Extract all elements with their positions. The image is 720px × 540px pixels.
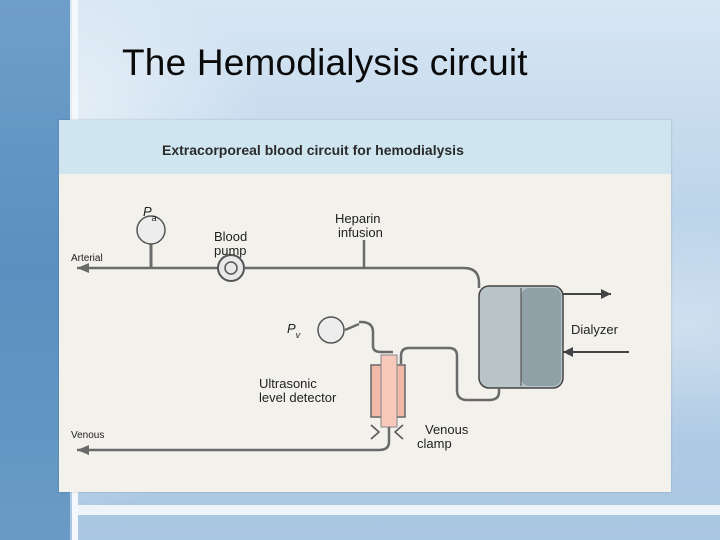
heparin-label-line1: Heparin: [335, 211, 381, 226]
blood-pump-label-line2: pump: [214, 243, 247, 258]
pv-label: Pv: [287, 321, 301, 340]
slide-title: The Hemodialysis circuit: [122, 42, 528, 83]
dialyzer-unit: [478, 285, 564, 389]
venous-clamp-label-line1: Venous: [425, 422, 469, 437]
circuit-diagram: Pa Heparin infusion Blood pump Arterial …: [71, 204, 629, 455]
pa-label: Pa: [143, 204, 157, 223]
tubing-pump-to-dialyzer: [244, 266, 481, 288]
circuit-figure: Extracorporeal blood circuit for hemodia…: [59, 120, 671, 492]
ultrasonic-label-line1: Ultrasonic: [259, 376, 317, 391]
ultrasonic-level-detector: [370, 354, 406, 438]
tubing-dialyzer-return: [359, 320, 501, 402]
decorative-bottom-band: [78, 505, 720, 515]
figure-header: [59, 120, 671, 174]
arterial-pressure-gauge: [136, 215, 166, 268]
venous-label: Venous: [71, 430, 104, 441]
arterial-label: Arterial: [71, 253, 103, 264]
venous-pressure-gauge: [317, 316, 360, 344]
decorative-left-strip: [0, 0, 70, 540]
blood-pump: [217, 254, 245, 282]
dialysate-out-arrow: [563, 289, 611, 299]
dialysate-in-arrow: [563, 347, 629, 357]
venous-clamp: [370, 424, 404, 440]
blood-pump-label-line1: Blood: [214, 229, 247, 244]
venous-line: [77, 438, 391, 455]
arterial-line: [77, 263, 219, 273]
dialyzer-label: Dialyzer: [571, 322, 619, 337]
figure-title: Extracorporeal blood circuit for hemodia…: [162, 142, 464, 158]
pa-subscript: a: [152, 213, 157, 223]
pv-subscript: v: [296, 330, 301, 340]
venous-clamp-label-line2: clamp: [417, 436, 452, 451]
ultrasonic-label-line2: level detector: [259, 390, 337, 405]
heparin-label-line2: infusion: [338, 225, 383, 240]
